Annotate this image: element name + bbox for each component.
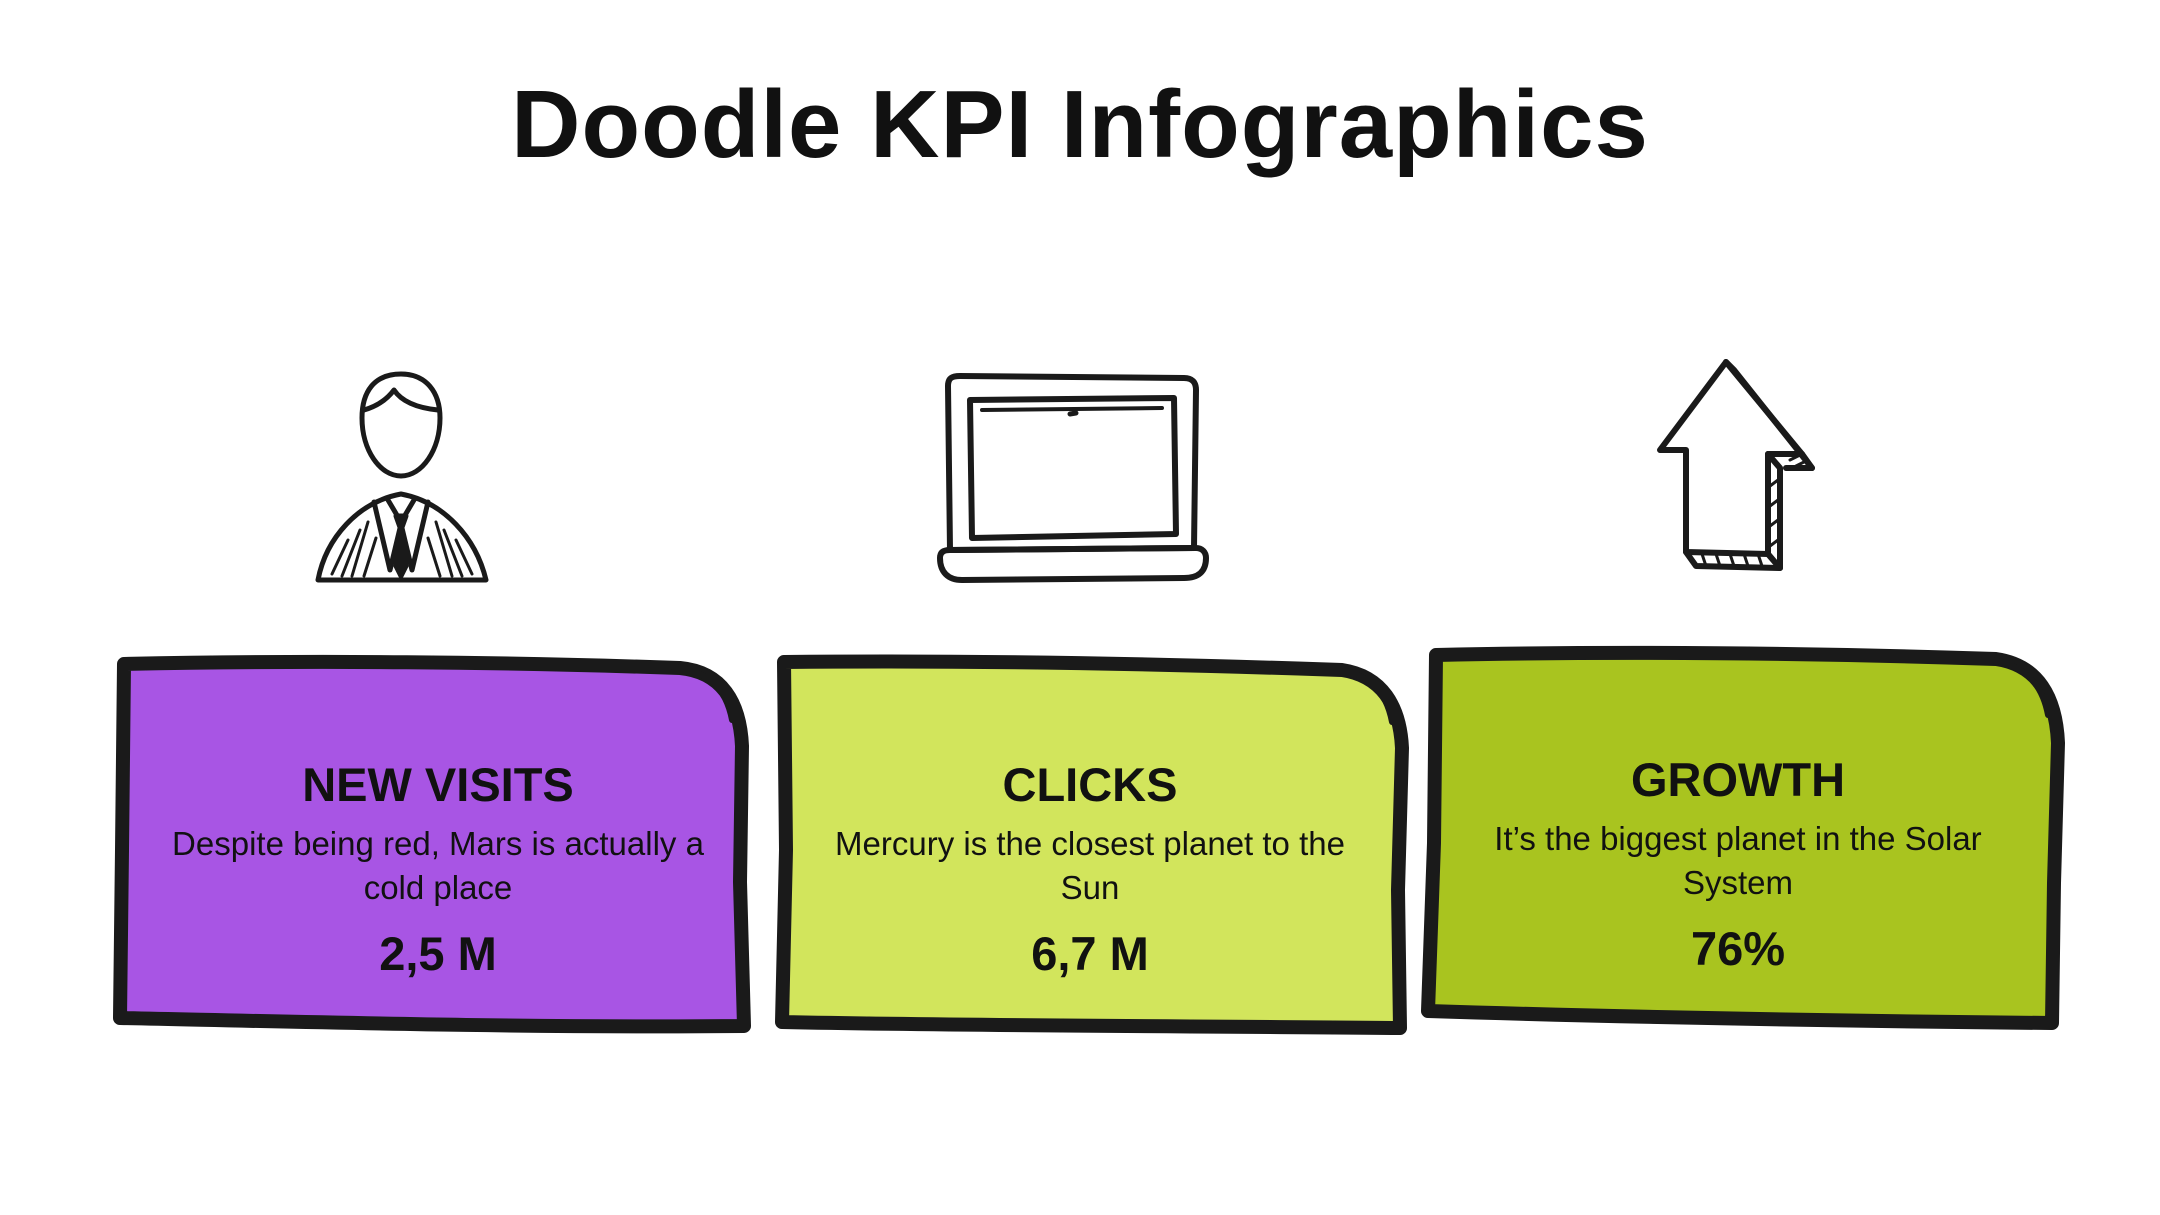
card-description: Mercury is the closest planet to the Sun xyxy=(835,825,1345,906)
card-frame xyxy=(113,654,751,1034)
businessman-icon xyxy=(308,370,494,592)
kpi-card-growth: GROWTH It’s the biggest planet in the So… xyxy=(1418,643,2068,1033)
card-heading: CLICKS xyxy=(1002,758,1178,811)
card-heading: GROWTH xyxy=(1630,753,1846,806)
card-description: Despite being red, Mars is actually a co… xyxy=(172,825,704,906)
page-title: Doodle KPI Infographics xyxy=(511,71,1649,178)
kpi-card-clicks: CLICKS Mercury is the closest planet to … xyxy=(768,650,1410,1040)
card-frame xyxy=(775,654,1409,1035)
up-arrow-icon xyxy=(1652,356,1816,582)
card-frame xyxy=(1421,645,2065,1030)
kpi-card-new-visits: NEW VISITS Despite being red, Mars is ac… xyxy=(108,650,753,1040)
card-value: 2,5 M xyxy=(379,927,497,981)
card-description: It’s the biggest planet in the Solar Sys… xyxy=(1494,820,1982,901)
card-heading: NEW VISITS xyxy=(302,758,574,811)
card-value: 76% xyxy=(1690,922,1786,976)
laptop-icon xyxy=(937,372,1209,584)
card-value: 6,7 M xyxy=(1031,927,1149,981)
